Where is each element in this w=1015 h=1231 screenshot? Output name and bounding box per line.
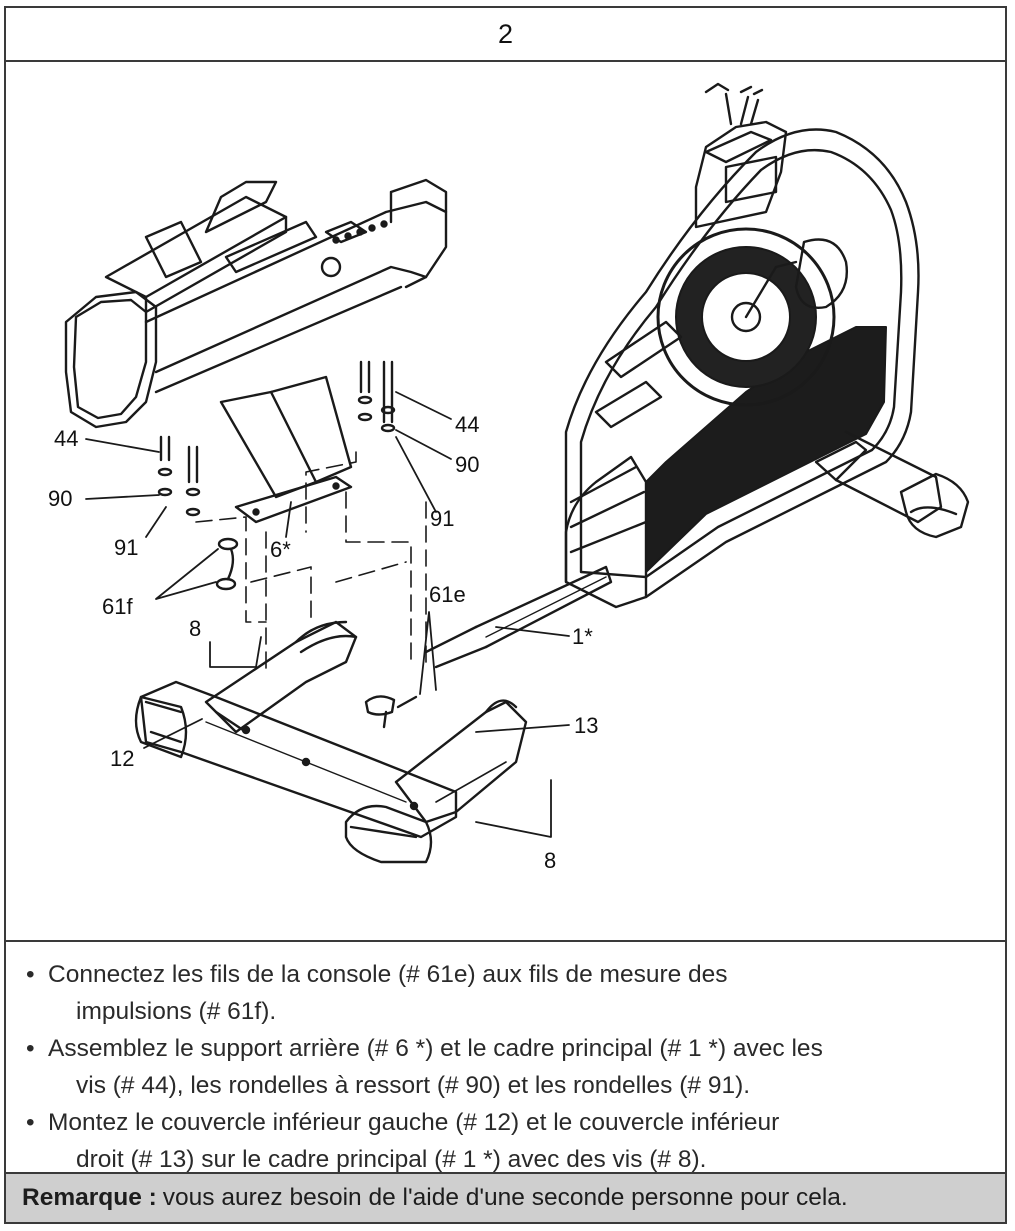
callout-91-right: 91 (430, 506, 454, 531)
instruction-line-continued: impulsions (# 61f). (76, 998, 277, 1025)
callout-44-left: 44 (54, 426, 78, 451)
instruction-item: • Connectez les fils de la console (# 61… (26, 956, 985, 1030)
seat-assembly (64, 178, 448, 524)
instruction-line: Connectez les fils de la console (# 61e)… (48, 961, 728, 988)
instruction-list: • Connectez les fils de la console (# 61… (6, 942, 1005, 1182)
bullet: • (26, 961, 35, 988)
leader-lines (85, 391, 570, 838)
callout-61e: 61e (429, 582, 466, 607)
note-label: Remarque : (22, 1184, 157, 1211)
instruction-line-continued: vis (# 44), les rondelles à ressort (# 9… (76, 1072, 751, 1099)
bullet: • (26, 1035, 35, 1062)
instruction-line: Assemblez le support arrière (# 6 *) et … (48, 1035, 823, 1062)
callout-13: 13 (574, 713, 598, 738)
callout-12: 12 (110, 746, 134, 771)
callout-90-left: 90 (48, 486, 72, 511)
note-text: vous aurez besoin de l'aide d'une second… (162, 1184, 848, 1211)
callout-8-bottom: 8 (544, 848, 556, 873)
instruction-item: • Assemblez le support arrière (# 6 *) e… (26, 1030, 985, 1104)
instruction-line-continued: droit (# 13) sur le cadre principal (# 1… (76, 1146, 707, 1173)
bike-body (424, 82, 970, 669)
callout-1: 1* (572, 624, 593, 649)
callout-90-right: 90 (455, 452, 479, 477)
bullet: • (26, 1109, 35, 1136)
left-lower-cover (204, 620, 358, 734)
right-lower-cover (394, 699, 528, 824)
wire-connectors (215, 537, 418, 729)
assembly-diagram: 44 90 91 44 90 91 6* 61f 61e 1* 8 12 13 … (6, 62, 1005, 942)
callout-61f: 61f (102, 594, 133, 619)
callout-44-right: 44 (455, 412, 479, 437)
callout-91-left: 91 (114, 535, 138, 560)
note-bar: Remarque : vous aurez besoin de l'aide d… (6, 1172, 1005, 1222)
exploded-view-illustration: 44 90 91 44 90 91 6* 61f 61e 1* 8 12 13 … (48, 82, 970, 873)
step-frame: 2 (4, 6, 1007, 1224)
callout-6: 6* (270, 537, 291, 562)
instruction-line: Montez le couvercle inférieur gauche (# … (48, 1109, 780, 1136)
step-number: 2 (6, 8, 1005, 62)
callout-8-top: 8 (189, 616, 201, 641)
front-stabilizer (134, 680, 458, 864)
instruction-item: • Montez le couvercle inférieur gauche (… (26, 1104, 985, 1178)
